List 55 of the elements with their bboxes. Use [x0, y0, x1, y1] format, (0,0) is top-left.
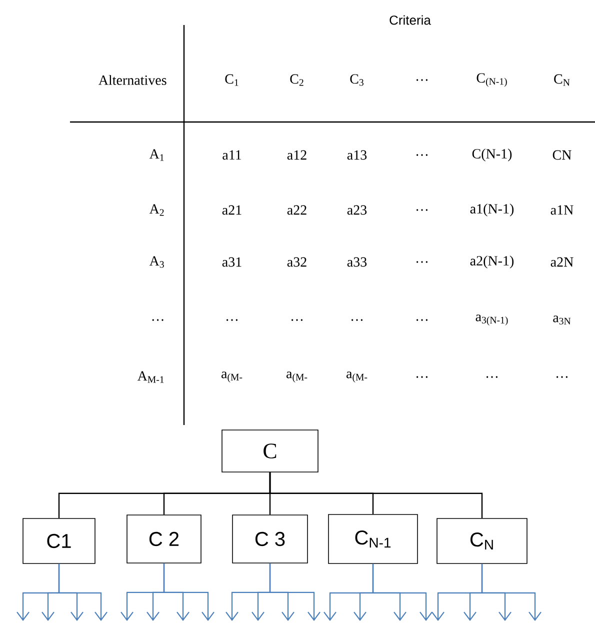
table-cell: … — [292, 319, 303, 321]
table-cell: a$_{3N}$ — [553, 316, 571, 324]
table-cell: a1(N-1) — [470, 204, 514, 216]
table-cell: a21 — [222, 205, 242, 215]
row-heading: Alternatives — [98, 75, 166, 85]
root-box: C — [222, 430, 318, 472]
table-cell: a11 — [222, 150, 242, 160]
arrow — [372, 564, 432, 621]
criterion-box: C1 — [22, 518, 96, 564]
table-cell: … — [352, 319, 363, 321]
column-heading: Criteria — [390, 15, 431, 25]
table-cell: … — [556, 376, 568, 378]
table-cell: a22 — [287, 205, 306, 215]
row-header: A$_{M-1}$ — [137, 371, 164, 383]
table-cell: a$_{3(N-1)}$ — [476, 314, 508, 326]
criterion-box: C 3 — [232, 514, 308, 564]
arrow — [269, 563, 320, 621]
table-cell: … — [416, 209, 428, 211]
column-header: C$_{1}$ — [225, 74, 238, 86]
table-cell: a31 — [222, 257, 242, 267]
arrow — [163, 563, 214, 621]
table-cell: a$_{(M-}$ — [286, 372, 308, 382]
table-cell: CN — [552, 150, 572, 160]
table-cell: a1N — [550, 205, 574, 215]
table-cell: C(N-1) — [472, 148, 512, 162]
criterion-box: C$_{N-1}$ — [328, 514, 418, 564]
table-cell: a13 — [347, 150, 367, 160]
table-cell: a$_{(M-}$ — [346, 372, 368, 382]
criterion-box: C 2 — [126, 514, 202, 564]
table-cell: a2N — [550, 257, 574, 267]
table-cell: … — [416, 154, 428, 156]
column-header: C$_{(N-1)}$ — [476, 73, 507, 87]
table-cell: a32 — [287, 257, 306, 267]
column-header: C$_{2}$ — [290, 74, 304, 86]
criterion-box: C$_{N}$ — [436, 518, 528, 564]
row-header: … — [152, 319, 164, 321]
column-header: … — [416, 79, 428, 81]
arrow — [58, 564, 108, 621]
table-cell: a12 — [287, 150, 306, 160]
table-cell: … — [486, 376, 498, 378]
table-cell: … — [416, 376, 428, 378]
table-cell: … — [226, 319, 238, 321]
connector — [269, 472, 483, 518]
column-header: C$_{3}$ — [350, 74, 364, 86]
arrow — [481, 564, 542, 621]
table-cell: … — [416, 261, 428, 263]
table-cell: … — [416, 319, 428, 321]
table-cell: a33 — [347, 257, 367, 267]
row-header: A$_{2}$ — [149, 204, 164, 216]
table-cell: a2(N-1) — [470, 256, 514, 268]
table-cell: a$_{(M-}$ — [222, 372, 242, 382]
table-cell: a23 — [347, 205, 367, 215]
row-header: A$_{1}$ — [149, 149, 164, 161]
row-header: A$_{3}$ — [149, 256, 164, 268]
column-header: C$_{N}$ — [554, 74, 570, 86]
